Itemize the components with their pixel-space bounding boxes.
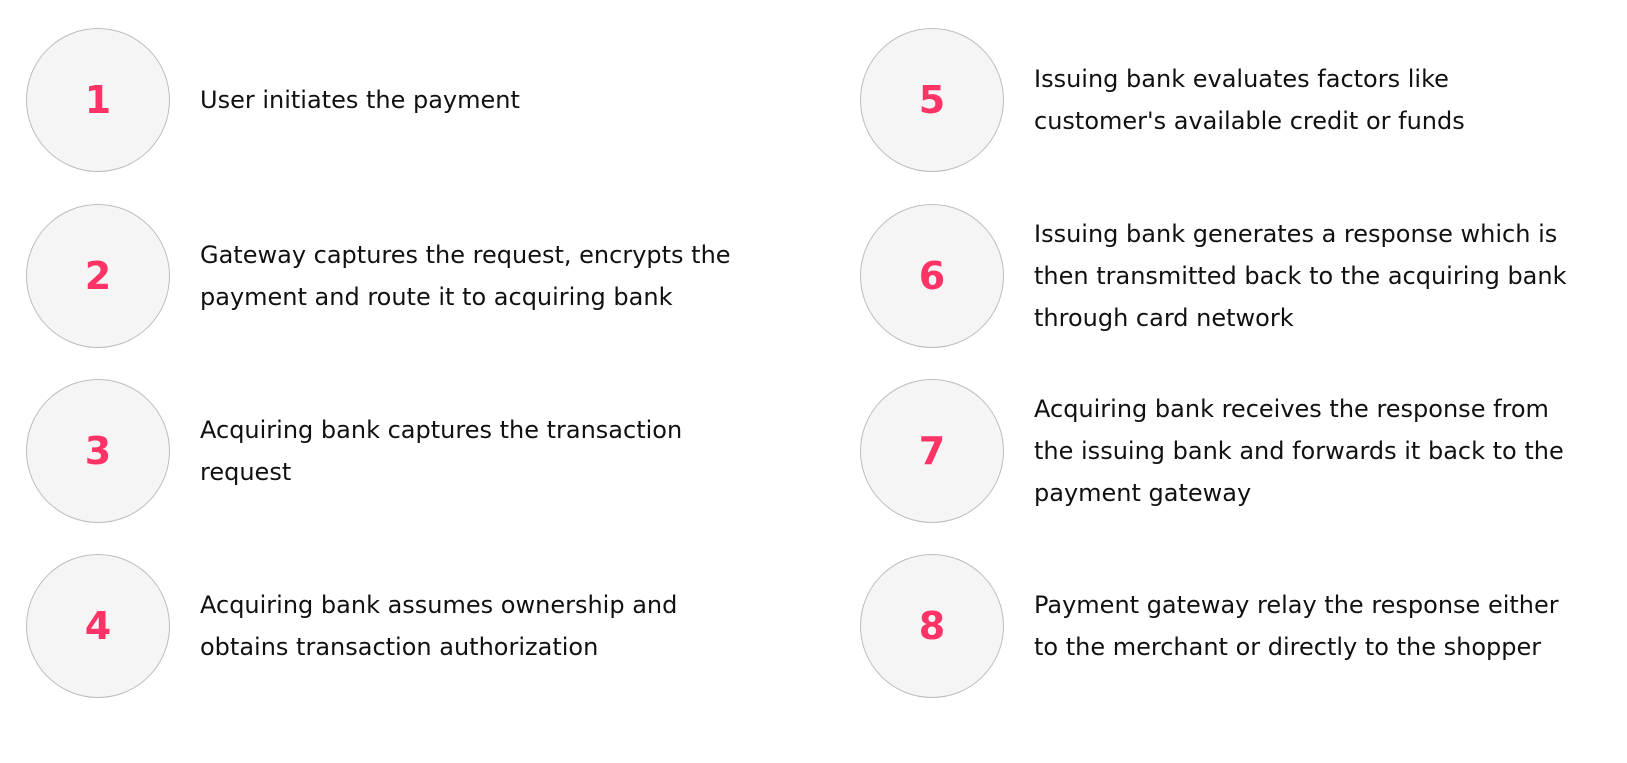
step-text: Gateway captures the request, encrypts t… bbox=[200, 241, 731, 311]
step-number-circle: 8 bbox=[860, 554, 1004, 698]
step-number: 5 bbox=[918, 78, 946, 122]
step-text: Payment gateway relay the response eithe… bbox=[1034, 591, 1559, 661]
step-2: 2 Gateway captures the request, encrypts … bbox=[26, 203, 786, 349]
step-number: 8 bbox=[918, 604, 946, 648]
step-4: 4 Acquiring bank assumes ownership and ob… bbox=[26, 553, 786, 699]
step-text: User initiates the payment bbox=[200, 86, 520, 114]
step-text: Acquiring bank captures the transaction … bbox=[200, 416, 683, 486]
step-number-circle: 5 bbox=[860, 28, 1004, 172]
step-number-circle: 3 bbox=[26, 379, 170, 523]
step-number: 7 bbox=[918, 429, 946, 473]
step-number-circle: 6 bbox=[860, 204, 1004, 348]
step-text: Acquiring bank assumes ownership and obt… bbox=[200, 591, 678, 661]
step-number: 6 bbox=[918, 254, 946, 298]
step-text: Issuing bank evaluates factors like cust… bbox=[1034, 65, 1465, 135]
step-3: 3 Acquiring bank captures the transaction… bbox=[26, 378, 786, 524]
step-5: 5 Issuing bank evaluates factors like cus… bbox=[860, 27, 1620, 173]
step-number-circle: 7 bbox=[860, 379, 1004, 523]
step-number: 4 bbox=[84, 604, 112, 648]
step-text: Acquiring bank receives the response fro… bbox=[1034, 395, 1564, 507]
step-number-circle: 4 bbox=[26, 554, 170, 698]
step-number-circle: 2 bbox=[26, 204, 170, 348]
step-number: 2 bbox=[84, 254, 112, 298]
step-8: 8 Payment gateway relay the response eith… bbox=[860, 553, 1620, 699]
step-text: Issuing bank generates a response which … bbox=[1034, 220, 1567, 332]
step-7: 7 Acquiring bank receives the response fr… bbox=[860, 378, 1620, 524]
step-number: 3 bbox=[84, 429, 112, 473]
step-6: 6 Issuing bank generates a response which… bbox=[860, 203, 1620, 349]
step-number: 1 bbox=[84, 78, 112, 122]
step-number-circle: 1 bbox=[26, 28, 170, 172]
step-1: 1 User initiates the payment bbox=[26, 27, 786, 173]
